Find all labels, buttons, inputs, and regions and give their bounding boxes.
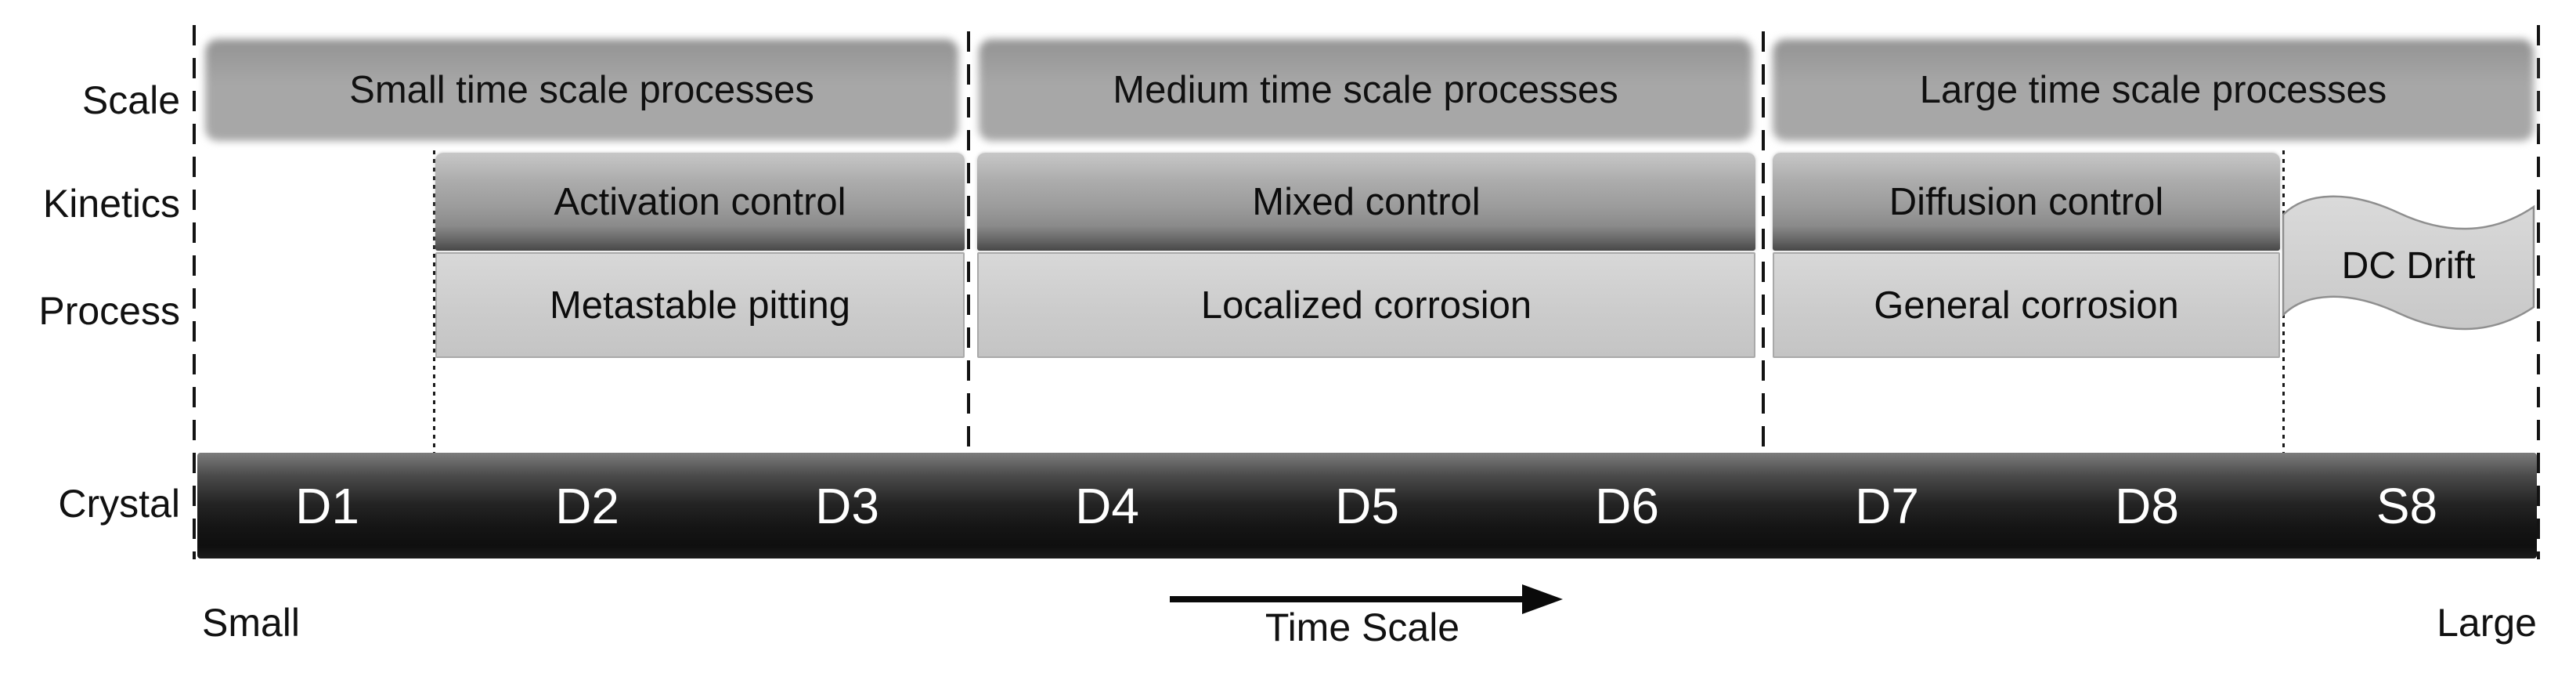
scale-bar-small: Small time scale processes [205,39,958,141]
scale-bar-small-label: Small time scale processes [349,69,814,111]
kinetics-bar-mixed-label: Mixed control [1252,180,1481,223]
kinetics-bar-mixed: Mixed control [977,153,1755,251]
boundary-line-left [193,25,196,559]
scale-bar-medium: Medium time scale processes [979,39,1752,141]
row-label-crystal: Crystal [58,482,180,526]
scale-bar-large: Large time scale processes [1773,39,2534,141]
crystal-segment-d8: D8 [2115,477,2179,534]
dc-drift-label: DC Drift [2341,245,2476,287]
time-scale-label: Time Scale [1265,606,1460,649]
boundary-line-small-medium [967,31,970,453]
kinetics-bar-activation-label: Activation control [554,180,846,223]
kinetics-bar-activation: Activation control [435,153,965,251]
crystal-segment-d5: D5 [1335,477,1399,534]
process-bar-general: General corrosion [1773,252,2280,358]
scale-bar-large-label: Large time scale processes [1919,69,2387,111]
dc-drift-wave-shape [2282,195,2535,331]
axis-label-small: Small [202,601,301,645]
crystal-segment-d7: D7 [1855,477,1919,534]
kinetics-bar-diffusion: Diffusion control [1773,153,2280,251]
crystal-segment-d4: D4 [1075,477,1139,534]
process-bar-metastable: Metastable pitting [435,252,965,358]
boundary-line-right [2537,25,2540,559]
process-bar-localized: Localized corrosion [977,252,1755,358]
boundary-line-medium-large [1762,31,1765,453]
axis-label-large: Large [2437,601,2537,645]
row-label-process: Process [38,289,180,333]
crystal-segment-s8: S8 [2376,477,2438,534]
row-label-scale: Scale [81,78,180,122]
kinetics-bar-diffusion-label: Diffusion control [1889,180,2164,223]
process-bar-metastable-label: Metastable pitting [549,284,851,327]
crystal-segment-d2: D2 [555,477,619,534]
row-label-kinetics: Kinetics [42,182,180,226]
crystal-segment-d1: D1 [295,477,359,534]
time-scale-arrow-icon [1170,584,1563,614]
scale-bar-medium-label: Medium time scale processes [1113,69,1618,111]
guide-line-metastable-start [433,150,435,453]
process-bar-general-label: General corrosion [1874,284,2179,327]
crystal-segment-d6: D6 [1595,477,1659,534]
crystal-segment-d3: D3 [815,477,879,534]
crystal-bar: D1 D2 D3 D4 D5 D6 D7 D8 S8 [197,453,2537,559]
process-bar-localized-label: Localized corrosion [1200,284,1532,327]
